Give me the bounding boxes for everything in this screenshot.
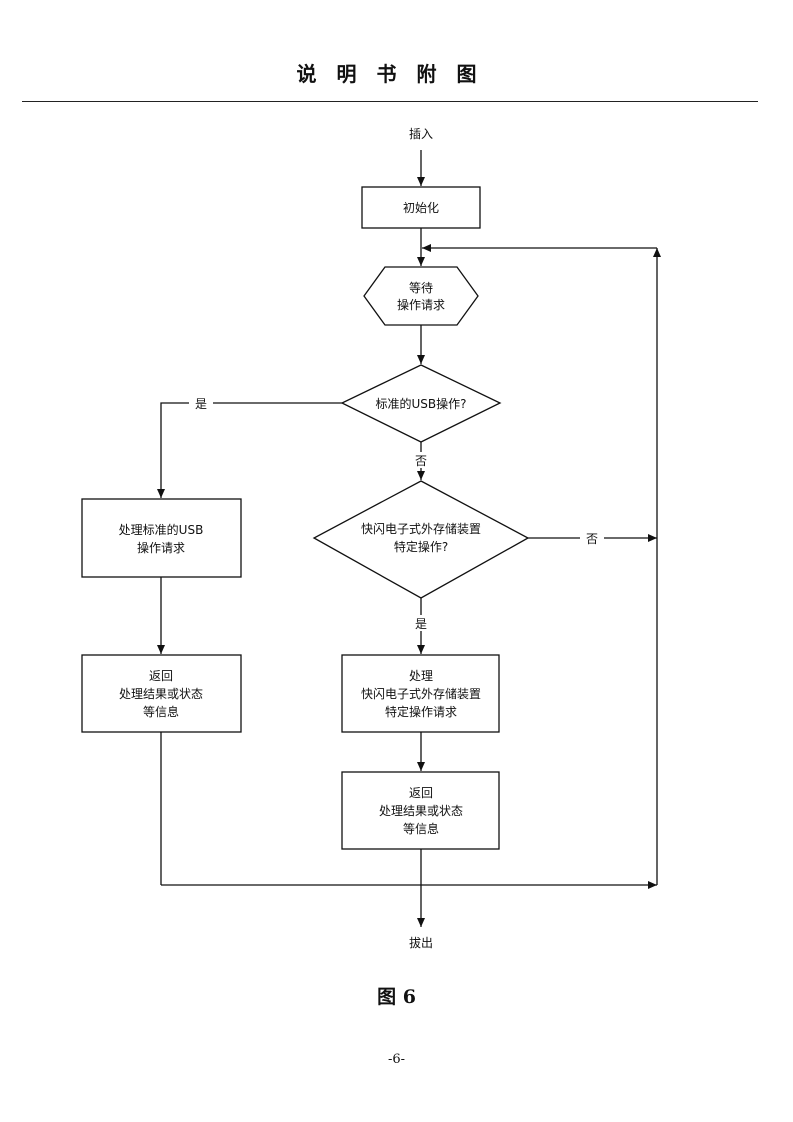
edge-usb-yes <box>157 402 342 498</box>
page-number: -6- <box>387 1052 406 1067</box>
header-divider <box>22 101 758 102</box>
decision-flash-no-label: 否 <box>586 532 598 546</box>
decision-usb-label: 标准的USB操作? <box>375 396 466 411</box>
decision-usb-diamond <box>340 364 502 443</box>
process-flash-label-line3: 特定操作请求 <box>385 704 457 719</box>
return-left-label-line1: 返回 <box>149 669 173 683</box>
decision-usb-yes-label: 是 <box>195 397 207 411</box>
process-usb-box <box>81 498 242 578</box>
return-left-box <box>81 654 242 733</box>
wait-label-line2: 操作请求 <box>397 297 445 312</box>
process-flash-label-line1: 处理 <box>409 669 433 683</box>
process-flash-box <box>341 654 500 733</box>
decision-flash-diamond <box>312 480 530 599</box>
return-left-label-line3: 等信息 <box>143 704 179 719</box>
decision-usb-no-label: 否 <box>415 454 427 468</box>
wait-label-line1: 等待 <box>409 281 433 295</box>
process-flash-label-line2: 快闪电子式外存储装置 <box>361 686 481 701</box>
start-label: 插入 <box>409 127 433 141</box>
init-box <box>361 186 481 229</box>
figure-caption: 图 6 <box>377 986 416 1008</box>
process-usb-label-line1: 处理标准的USB <box>119 522 204 537</box>
return-right-box <box>341 771 500 850</box>
return-right-label-line1: 返回 <box>409 786 433 800</box>
page-title: 说明书附图 <box>296 62 497 86</box>
init-label: 初始化 <box>403 201 439 215</box>
return-right-label-line2: 处理结果或状态 <box>379 804 463 818</box>
process-usb-label-line2: 操作请求 <box>137 540 185 555</box>
return-right-label-line3: 等信息 <box>403 821 439 836</box>
return-left-label-line2: 处理结果或状态 <box>119 687 203 701</box>
decision-flash-label-line2: 特定操作? <box>394 539 448 554</box>
wait-hexagon <box>363 266 479 326</box>
end-label: 拔出 <box>409 935 433 950</box>
decision-flash-yes-label: 是 <box>415 617 427 631</box>
decision-flash-label-line1: 快闪电子式外存储装置 <box>361 521 481 536</box>
